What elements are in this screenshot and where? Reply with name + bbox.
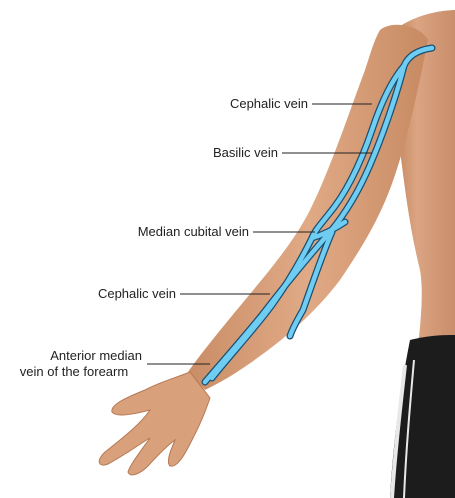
label-median-cubital-vein: Median cubital vein [100, 224, 249, 240]
label-anterior-median-vein: Anterior median vein of the forearm [0, 348, 148, 380]
label-cephalic-vein-lower: Cephalic vein [70, 286, 176, 302]
label-cephalic-vein-upper: Cephalic vein [200, 96, 308, 112]
hand [99, 372, 210, 475]
label-basilic-vein: Basilic vein [180, 145, 278, 161]
label-anterior-median-line-1: Anterior median [0, 348, 148, 364]
label-anterior-median-line-2: vein of the forearm [0, 364, 148, 380]
